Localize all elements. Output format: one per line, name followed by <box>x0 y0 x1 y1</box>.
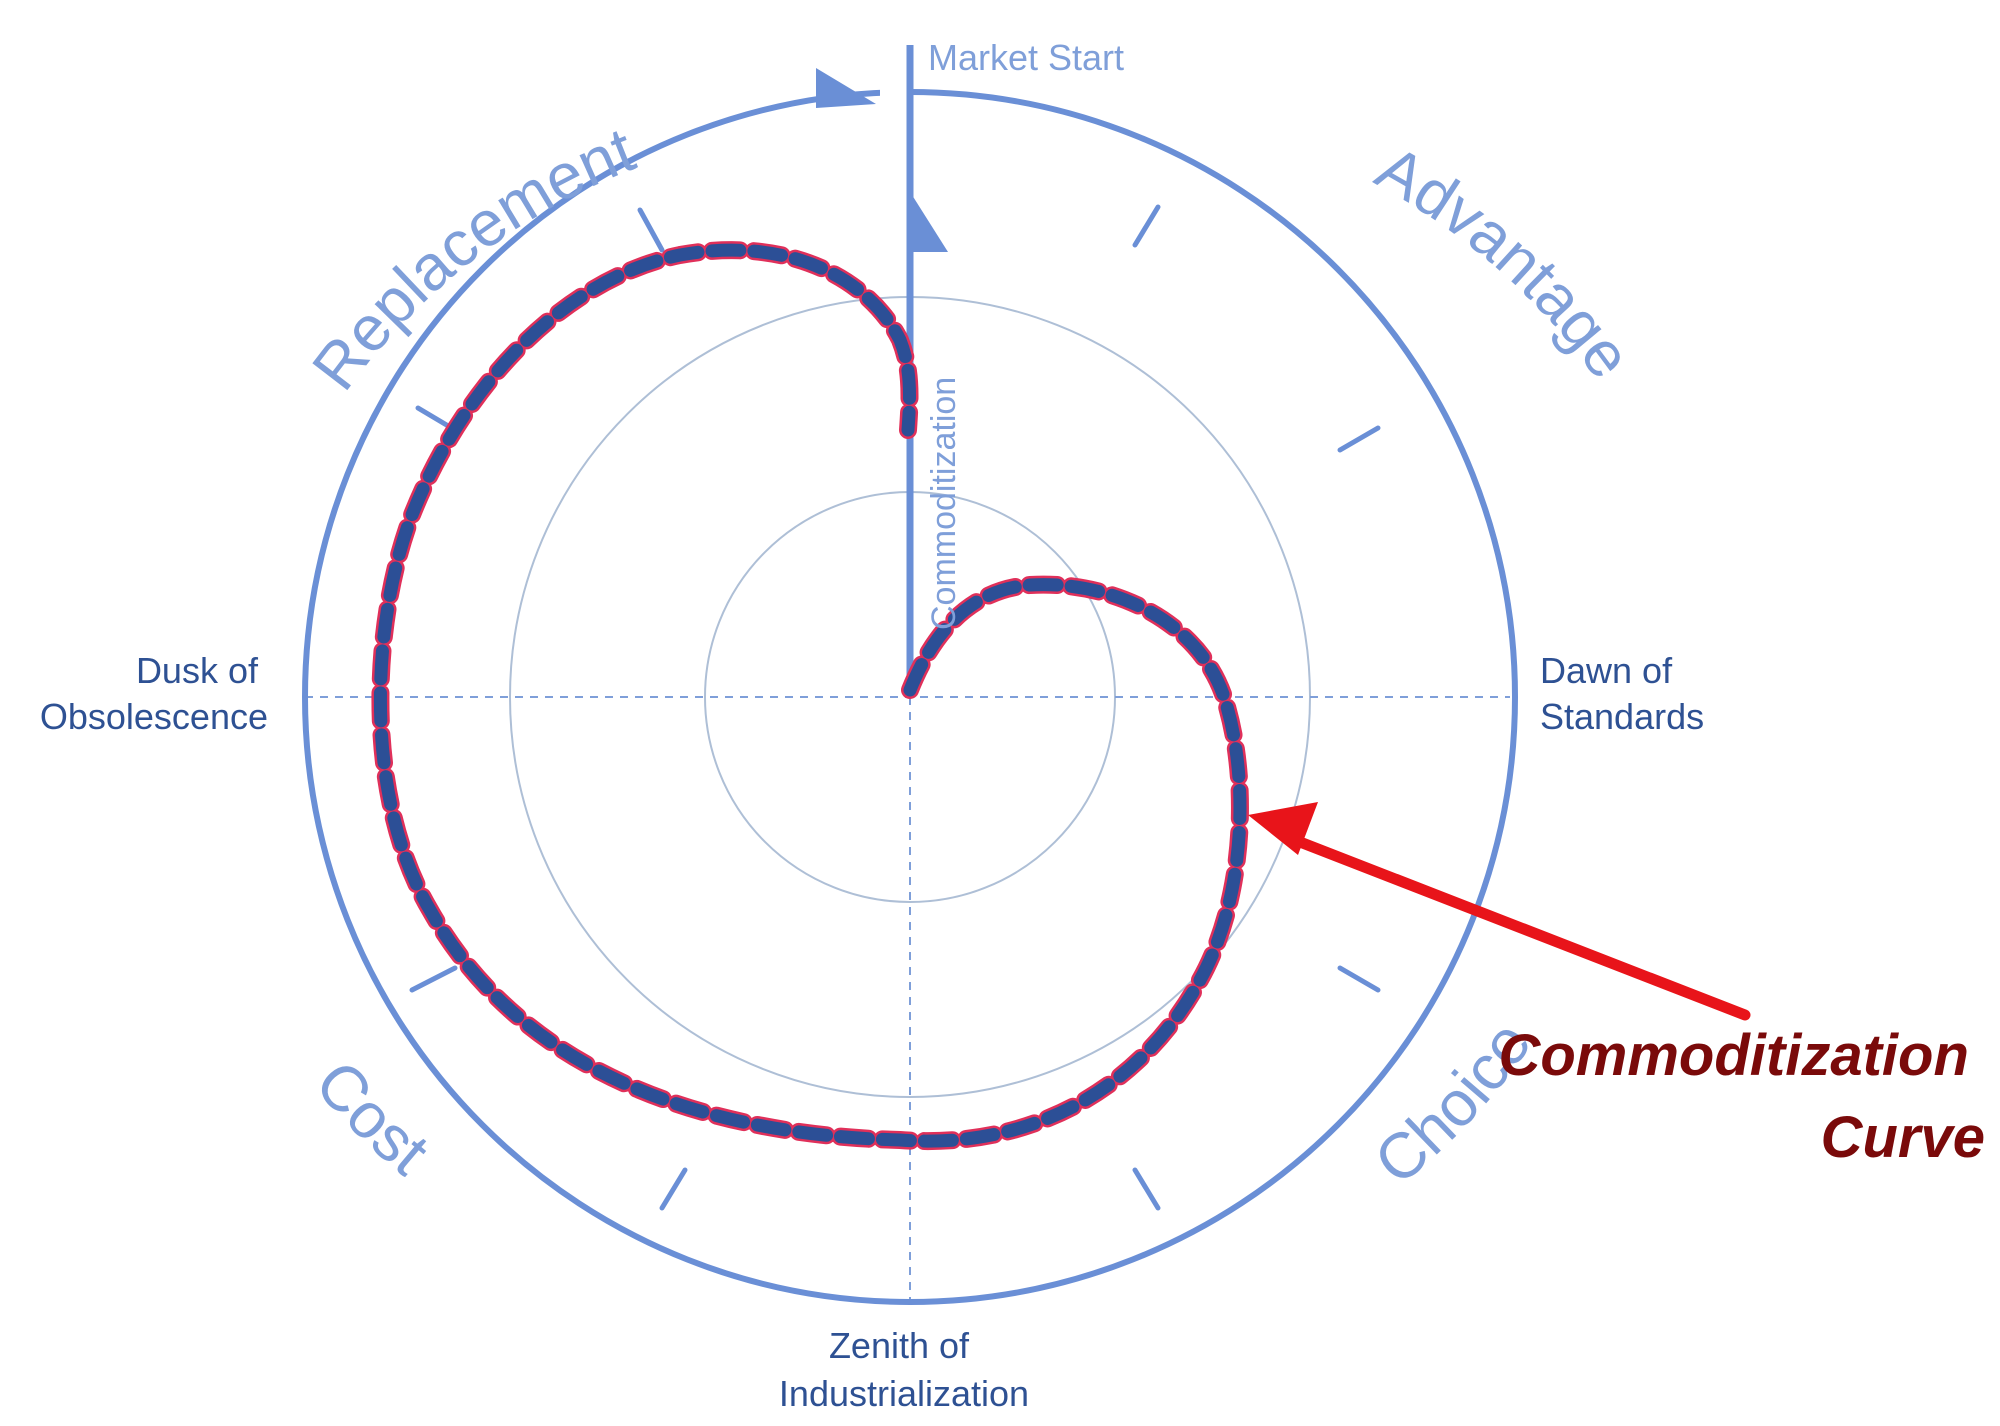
commoditization-axis-label: Commoditization <box>925 377 963 630</box>
phase-label-cost: Cost <box>302 1047 443 1189</box>
commoditization-axis-flag <box>912 195 948 252</box>
commoditization-curve-callout: Commoditization Curve <box>1498 1023 1985 1170</box>
market-start-label: Market Start <box>928 37 1124 78</box>
dusk-of-obsolescence-label: Dusk of Obsolescence <box>40 650 268 737</box>
dawn-of-standards-label: Dawn of Standards <box>1540 650 1704 737</box>
zenith-of-industrialization-label: Zenith of Industrialization <box>779 1325 1029 1414</box>
market-start-arrowhead <box>816 68 876 108</box>
phase-label-replacement: Replacement <box>298 113 644 403</box>
callout-arrow <box>1248 802 1751 1021</box>
commoditization-curve <box>371 241 1249 1150</box>
outer-ring-ticks <box>409 204 1381 1211</box>
